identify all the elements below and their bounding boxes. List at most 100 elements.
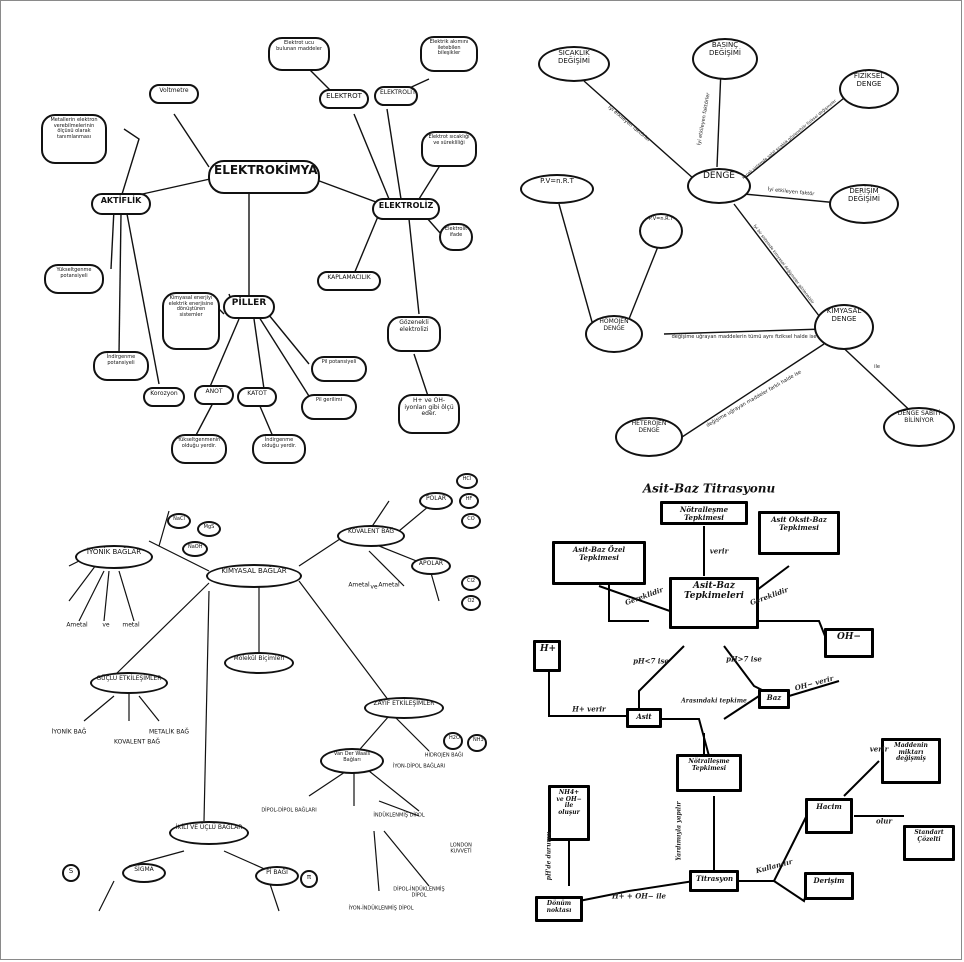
panel-elektrokimya: ELEKTROKİMYA AKTİFLİK ELEKTROLİZ PİLLER … [9, 9, 489, 469]
node-voltmetre: Voltmetre [149, 84, 199, 104]
node-iyonik: İYONİK BAĞLAR [75, 545, 153, 569]
node-elektrolit: ELEKTROLİT [374, 86, 418, 106]
node-elektrolit-note: Elektrik akımını iletebilen bileşikler [420, 36, 478, 72]
node-cl2: Cl2 [461, 575, 481, 591]
node-metalik: METALİK BAĞ [149, 728, 189, 736]
panel-kimyasal-baglar: KİMYASAL BAĞLAR İYONİK BAĞLAR KOVALENT B… [9, 471, 495, 931]
asit-baz-link-olur: olur [875, 816, 893, 826]
node-kovalent-bag: KOVALENT BAĞ [113, 738, 161, 746]
node-ametal-3: Ametal [378, 581, 400, 589]
node-elektrot: ELEKTROT [319, 89, 369, 109]
node-hf: HF [459, 493, 479, 509]
node-heterojen: HETEROJEN DENGE [615, 417, 683, 457]
node-iyon-dipol: İYON-DİPOL BAĞLARI [392, 763, 446, 770]
node-h-plus: H+ [533, 640, 561, 672]
node-derisim: Derişim [804, 872, 854, 900]
node-metal: metal [122, 621, 140, 629]
node-mgs: MgS [197, 521, 221, 537]
denge-link-l8: ile [874, 364, 880, 370]
asit-baz-link-yapilir: Yardımıyla yapılır [675, 801, 683, 861]
panel-asit-baz: Asit-Baz Titrasyonu Nötralleşme Tepkimes… [499, 471, 957, 931]
node-indukl: İNDÜKLENMİŞ DİPOL [373, 812, 425, 819]
asit-baz-title: Asit-Baz Titrasyonu [642, 481, 776, 496]
asit-baz-link-verir: verir [709, 546, 729, 556]
node-anot-note: Yükseltgenmenin olduğu yerdir. [171, 434, 227, 464]
node-elektroliz: ELEKTROLİZ [372, 198, 440, 220]
node-pil-gerilimi: Pil gerilimi [301, 394, 357, 420]
node-polar: POLAR [419, 492, 453, 510]
node-gozenekli: Gözenekli elektrolizi [387, 316, 441, 352]
node-sicaklik: SICAKLIK DEĞİŞİMİ [538, 46, 610, 82]
node-elektrot-note: Elektrot ucu bulunan maddeler [268, 37, 330, 71]
node-aktiflik: AKTİFLİK [91, 193, 151, 215]
panel-denge: DENGE SICAKLIK DEĞİŞİMİ BASINÇ DEĞİŞİMİ … [499, 9, 957, 461]
node-nh4: NH4+ ve OH− ile oluşur [548, 785, 590, 841]
node-zayif: ZAYIF ETKİLEŞİMLER [364, 697, 444, 719]
asit-baz-link-ph-durum: pH'de durumu [545, 831, 553, 881]
node-ve-1: ve [102, 621, 110, 629]
asit-baz-link-h-verir: H+ verir [572, 704, 606, 714]
node-derisim: DERİŞİM DEĞİŞİMİ [829, 184, 899, 224]
node-vanderwaals: Van Der Waals Bağları [320, 748, 384, 774]
node-madde-miktari: Maddenin miktarı değişmiş [881, 738, 941, 784]
node-apolar: APOLAR [411, 557, 451, 575]
kimyasal-baglar-links [68, 500, 440, 912]
node-kimyasal-baglar: KİMYASAL BAĞLAR [206, 564, 302, 588]
node-standart: Standart Çözelti [903, 825, 955, 861]
node-metal-note: Metallerin elektron verebilmelerinin ölç… [41, 114, 107, 164]
node-dipol-ind: DİPOL-İNDÜKLENMİŞ DİPOL [393, 886, 445, 898]
node-co: CO [461, 513, 481, 529]
node-elektrokimya: ELEKTROKİMYA [208, 160, 320, 194]
node-elektrolit-ifade: Elektrolit ifade [439, 223, 473, 251]
node-ikili: İKİLİ VE ÜÇLÜ BAĞLAR [169, 821, 249, 845]
node-kimyasal: KİMYASAL DENGE [814, 304, 874, 350]
node-hcl: HCl [456, 473, 478, 489]
node-dipol-dipol: DİPOL-DİPOL BAĞLARI [261, 807, 317, 814]
node-h2o: H2O [443, 732, 463, 750]
node-baz: Baz [758, 689, 790, 709]
node-kovalent: KOVALENT BAĞ [337, 525, 405, 547]
node-oh-minus: OH− [824, 628, 874, 658]
node-pil-potansiyeli: Pil potansiyeli [311, 356, 367, 382]
asit-baz-link-ph-buyuk: pH>7 ise [726, 654, 762, 664]
node-kimyasal-enerji: Kimyasal enerjiyi elektrik enerjisine dö… [162, 292, 220, 350]
node-guclu: GÜÇLÜ ETKİLEŞİMLER [90, 672, 168, 694]
node-o2: O2 [461, 595, 481, 611]
asit-baz-link-ph-kucuk: pH<7 ise [633, 656, 669, 666]
node-katot-note: İndirgenme olduğu yerdir. [252, 434, 306, 464]
node-basinc: BASINÇ DEĞİŞİMİ [692, 38, 758, 80]
node-pvnrt: P.V=n.R.T [520, 174, 594, 204]
node-korozyon: Korozyon [143, 387, 185, 407]
node-ve-2: ve [370, 583, 378, 591]
asit-baz-link-verir2: verir [869, 744, 889, 754]
node-notr-nokta: Dönüm noktası [535, 896, 583, 922]
node-tepkime-top: Nötralleşme Tepkimesi [660, 501, 748, 525]
node-kaplamacilik: KAPLAMACILIK [317, 271, 381, 291]
asit-baz-link-arasinda: Arasındaki tepkime [681, 697, 747, 705]
asit-baz-link-h-oh: H+ + OH− ile [611, 891, 667, 901]
node-elektrot-sicaklik: Elektrot sıcaklığı ve sürekliliği [421, 131, 477, 167]
node-naoh: NaOH [182, 541, 208, 557]
node-ametal-2: Ametal [348, 581, 370, 589]
node-nacl: NaCl [167, 513, 191, 529]
node-notrallesme: Nötralleşme Tepkimesi [676, 754, 742, 792]
node-asit-baz-tep: Asit-Baz Tepkimeleri [669, 577, 759, 629]
node-ametal-1: Ametal [66, 621, 88, 629]
node-nh3: NH3 [467, 734, 487, 752]
node-asit-baz-ozel: Asit-Baz Özel Tepkimesi [552, 541, 646, 585]
node-h-oh: H+ ve OH- iyonları gibi ölçü eder. [398, 394, 460, 434]
node-sigma: SİGMA [122, 863, 166, 883]
node-asit-ozel: Asit Oksit-Baz Tepkimesi [758, 511, 840, 555]
node-asit: Asit [626, 708, 662, 728]
node-anot: ANOT [194, 385, 234, 405]
node-denge: DENGE [687, 168, 751, 204]
node-hacim: Hacim [805, 798, 853, 834]
node-homojen: HOMOJEN DENGE [585, 315, 643, 353]
node-iyon-ind: İYON-İNDÜKLENMİŞ DİPOL [348, 905, 414, 912]
node-molekul: Molekül Biçimleri [224, 652, 294, 674]
node-hidrojen: HİDROJEN BAĞI [424, 752, 464, 759]
node-katot: KATOT [237, 387, 277, 407]
node-pi: Pİ BAĞI [255, 866, 299, 886]
node-s-symbol: S [62, 864, 80, 882]
